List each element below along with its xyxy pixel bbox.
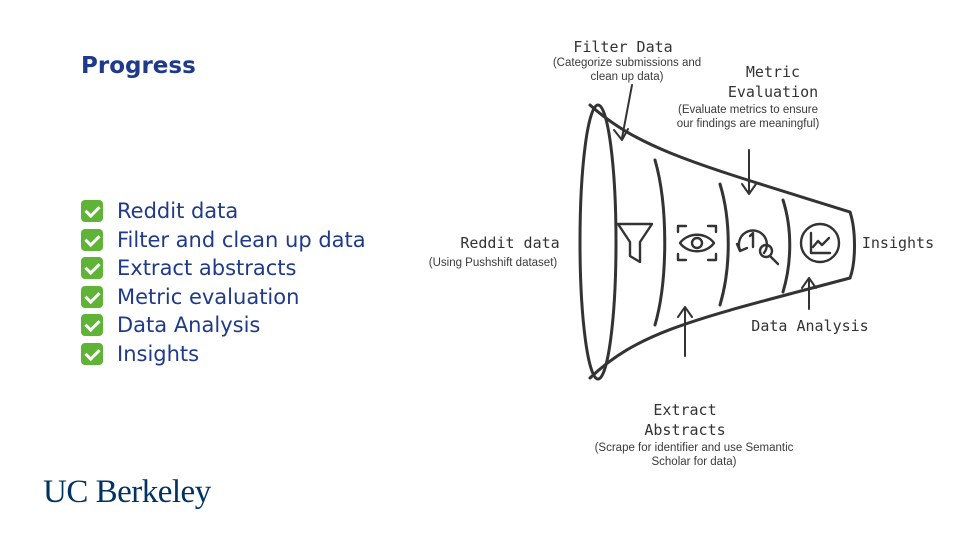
analysis-arrow-head [801,277,817,289]
checklist-item-label: Filter and clean up data [117,227,366,252]
filter-data-note: clean up data) [591,71,664,83]
data-analysis-title: Data Analysis [751,317,868,335]
metric-evaluation-title: Metric [746,63,800,81]
checklist-item-label: Metric evaluation [117,284,300,309]
metric-evaluation-title: Evaluation [728,83,818,101]
checklist-item: Metric evaluation [81,283,366,312]
extract-abstracts-note: Scholar for data) [651,456,736,468]
filter-data-note: (Categorize submissions and [553,57,701,69]
checklist-item-label: Reddit data [117,199,239,224]
reddit-data-note: (Using Pushshift dataset) [429,257,558,269]
metric-arrow-head [741,183,757,195]
checkmark-icon [81,200,103,223]
checklist-item: Extract abstracts [81,254,366,283]
checklist-item: Insights [81,340,366,369]
slide-title: Progress [81,53,196,79]
extract-abstracts-title: Extract [653,401,716,419]
extract-abstracts-note: (Scrape for identifier and use Semantic [595,442,794,454]
checkmark-icon [81,285,103,308]
reddit-data-title: Reddit data [460,234,559,252]
checklist-item-label: Extract abstracts [117,256,297,281]
funnel-mouth [578,103,618,381]
extract-arrow-head [677,306,693,318]
filter-arrow-head [613,128,629,141]
funnel-divider [653,158,667,327]
eye-icon [676,224,718,262]
checkmark-icon [81,314,103,337]
checklist-item: Data Analysis [81,311,366,340]
funnel-divider [718,182,730,307]
metric-evaluation-note: (Evaluate metrics to ensure [678,104,818,116]
checklist-item: Filter and clean up data [81,226,366,255]
funnel-outline-top [588,103,852,214]
checkmark-icon [81,228,103,251]
checklist-item: Reddit data [81,197,366,226]
refresh-search-icon [735,229,780,266]
insights-title: Insights [862,234,934,252]
metric-evaluation-note: our findings are meaningful) [677,118,820,130]
checkmark-icon [81,342,103,365]
uc-berkeley-logo: UC Berkeley [43,474,211,510]
checklist-item-label: Insights [117,341,200,366]
checkmark-icon [81,257,103,280]
funnel-divider [781,198,792,294]
progress-checklist: Reddit data Filter and clean up data Ext… [81,197,366,368]
filter-data-title: Filter Data [573,38,672,56]
funnel-tip [848,210,856,280]
extract-abstracts-title: Abstracts [644,421,725,439]
line-chart-icon [799,222,841,264]
checklist-item-label: Data Analysis [117,313,261,338]
funnel-outline-bottom [588,276,852,380]
filter-arrow [621,84,633,139]
funnel-icon [616,222,654,264]
